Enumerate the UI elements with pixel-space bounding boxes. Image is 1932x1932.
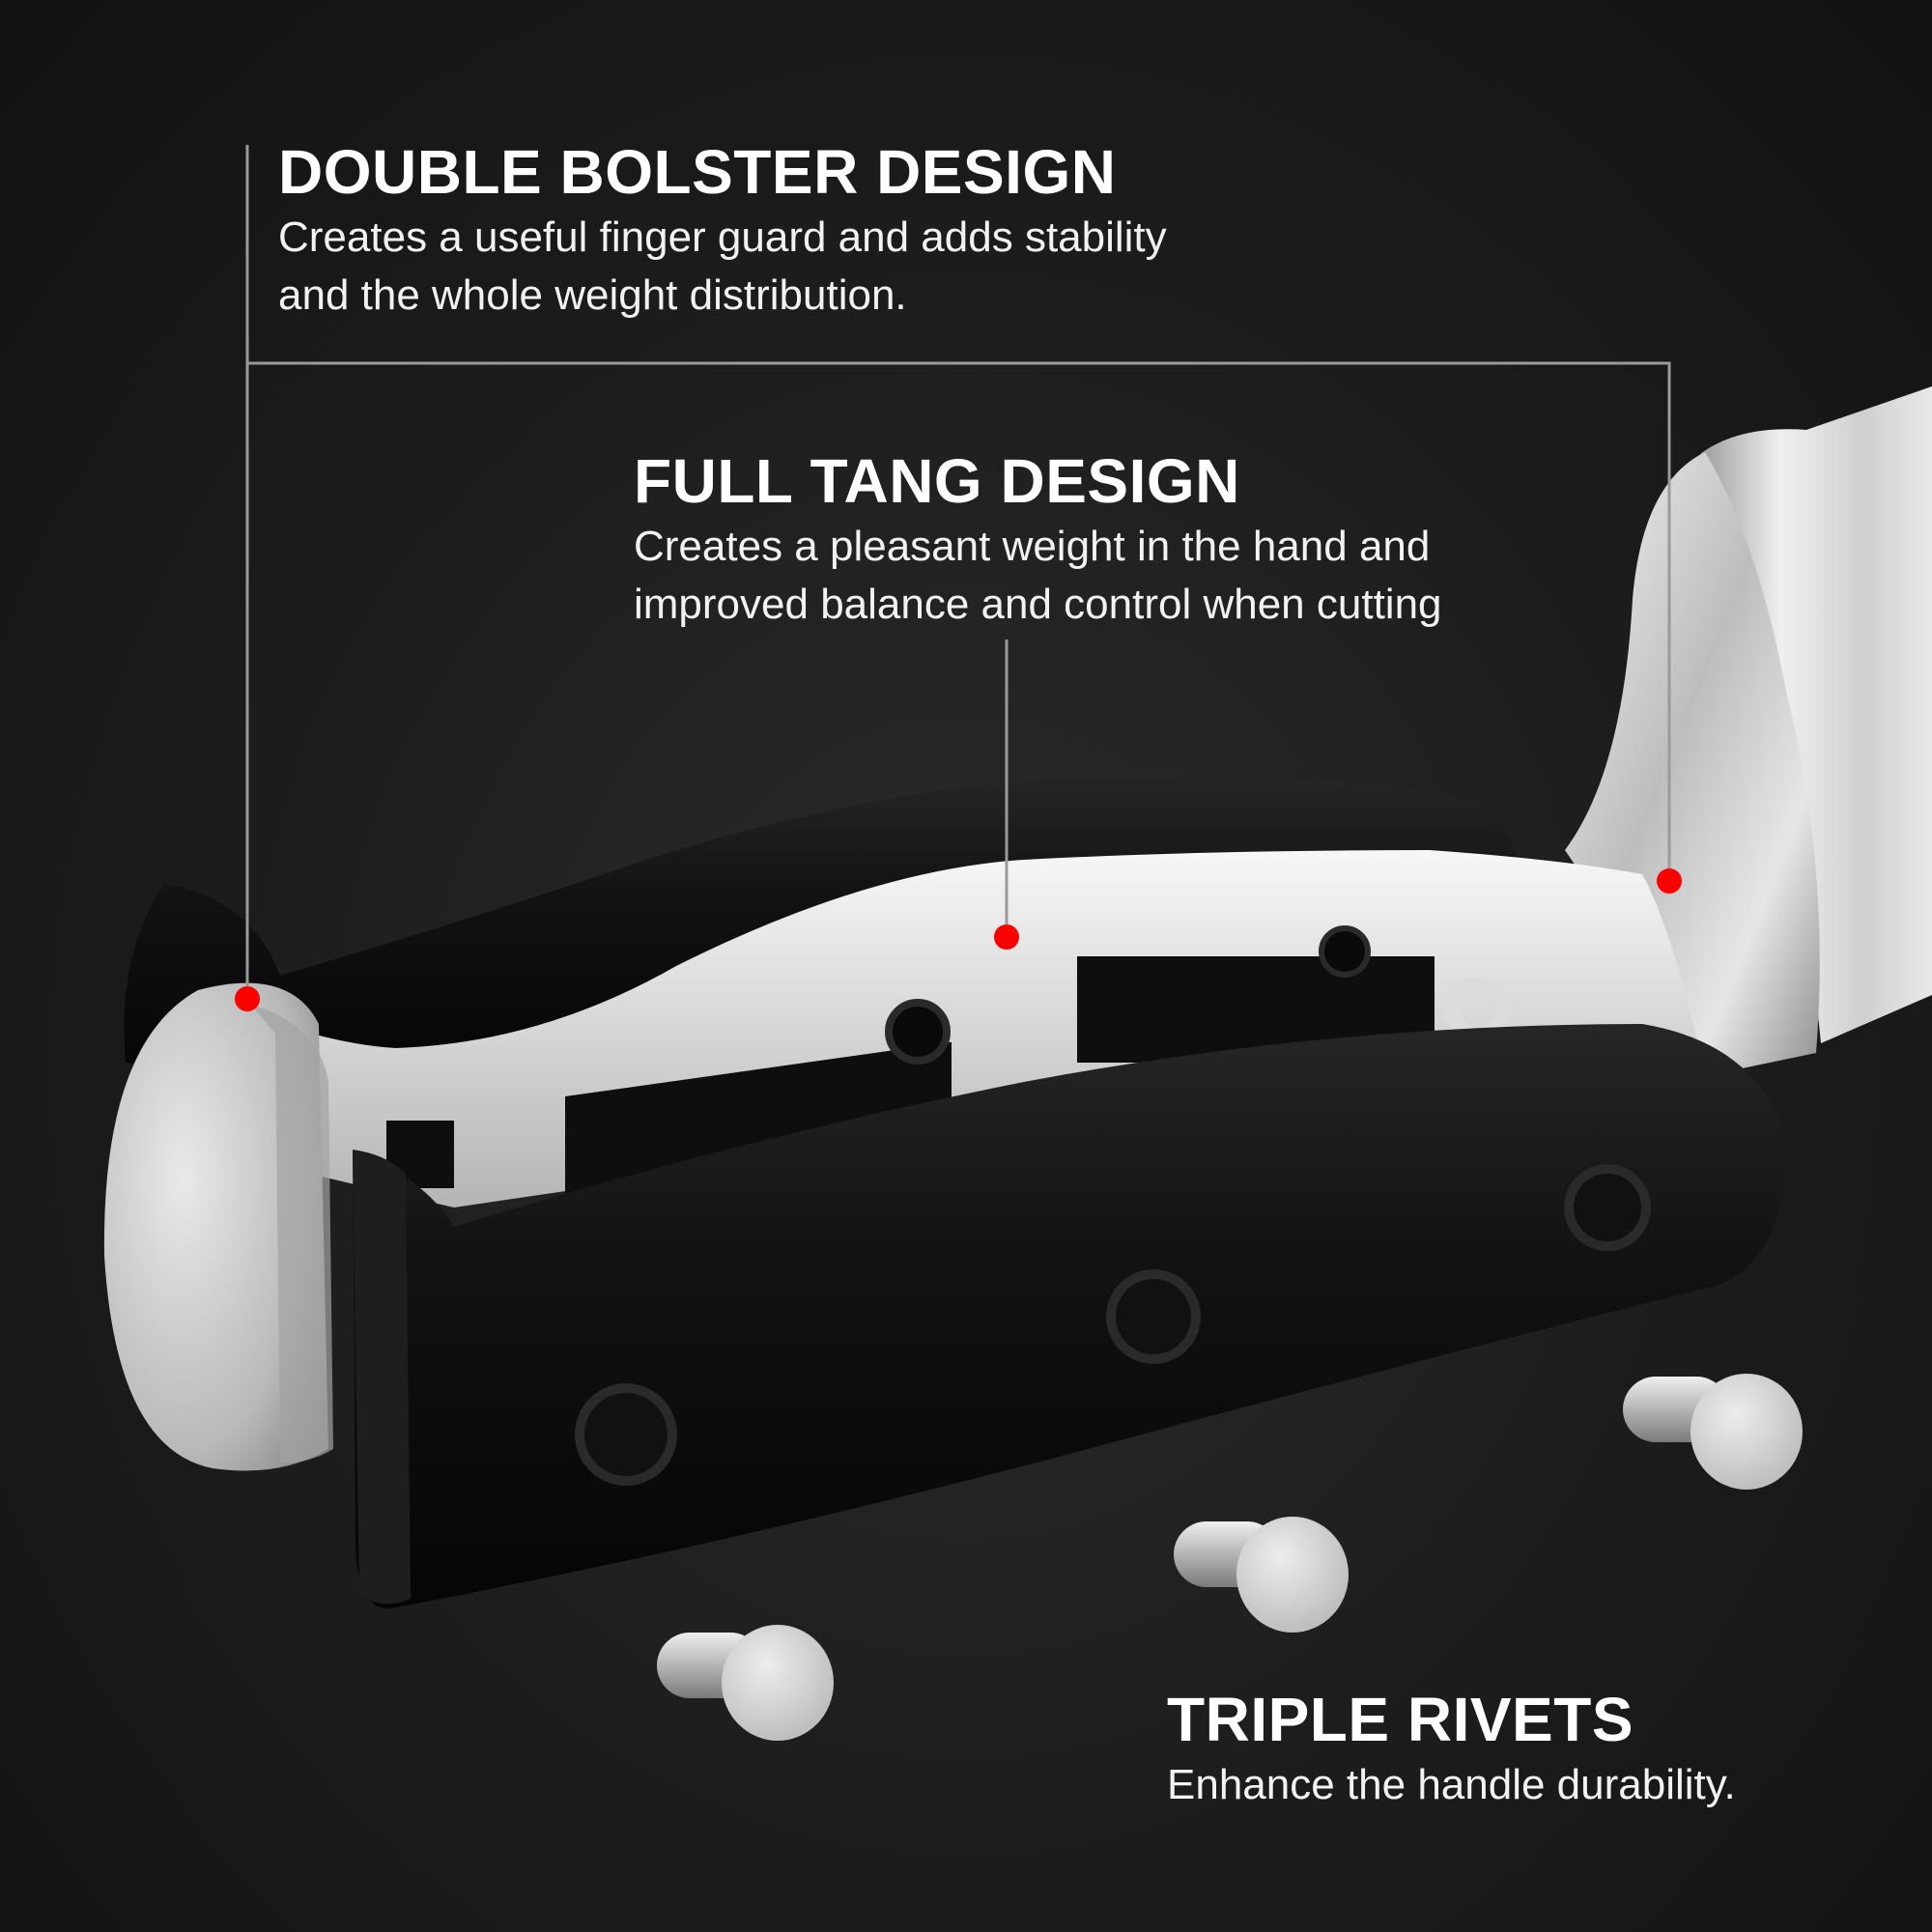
marker-dot-bolster-front <box>1657 868 1682 894</box>
rear-bolster-pommel <box>103 982 333 1471</box>
back-scale-rivet-holes <box>885 925 1371 1065</box>
marker-dot-tang <box>994 924 1019 950</box>
marker-dot-bolster-rear <box>235 986 260 1011</box>
rivet <box>1623 1374 1803 1490</box>
callout-triple-rivets: TRIPLE RIVETS Enhance the handle durabil… <box>1167 1683 1901 1814</box>
callout-title: TRIPLE RIVETS <box>1167 1685 1634 1754</box>
handle-scale-front <box>353 1024 1787 1609</box>
callout-double-bolster: DOUBLE BOLSTER DESIGN Creates a useful f… <box>278 135 1341 325</box>
rivet <box>1174 1517 1349 1633</box>
callout-text: improved balance and control when cuttin… <box>634 581 1442 628</box>
callout-text: and the whole weight distribution. <box>278 271 907 319</box>
callout-full-tang: FULL TANG DESIGN Creates a pleasant weig… <box>634 444 1600 634</box>
leader-line-bolster <box>245 145 1671 999</box>
callout-title: DOUBLE BOLSTER DESIGN <box>278 137 1117 207</box>
callout-text: Creates a useful finger guard and adds s… <box>278 213 1167 261</box>
callout-text: Creates a pleasant weight in the hand an… <box>634 523 1431 570</box>
callout-title: FULL TANG DESIGN <box>634 446 1240 516</box>
rivet <box>657 1625 834 1741</box>
blade <box>1700 386 1932 1043</box>
callout-text: Enhance the handle durability. <box>1167 1761 1736 1808</box>
